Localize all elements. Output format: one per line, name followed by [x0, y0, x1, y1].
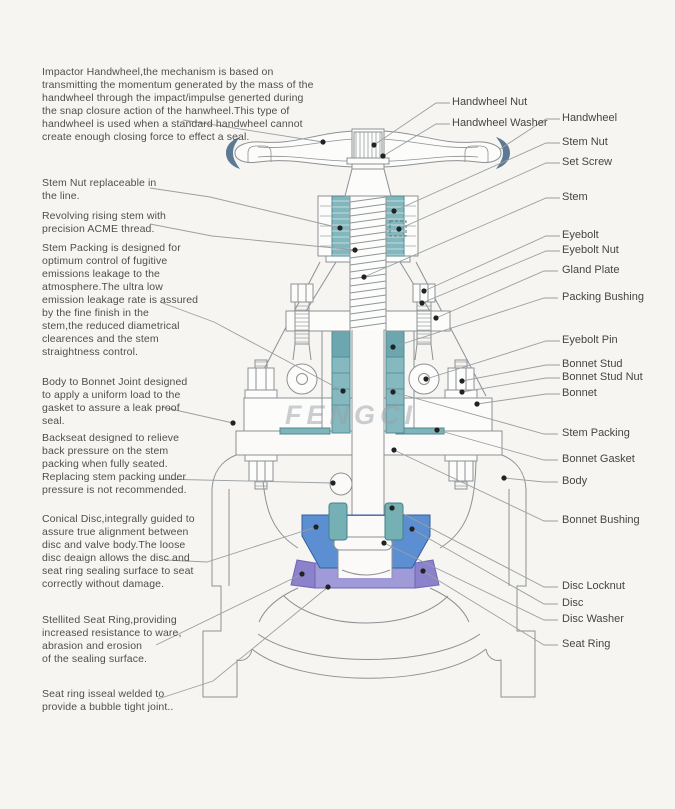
- label-stem-nut: Stem Nut: [562, 136, 608, 148]
- disc-seat-group: [290, 502, 440, 589]
- set-screw-outline: [389, 220, 407, 237]
- acme-stem: [349, 196, 387, 332]
- note-conical-disc: Conical Disc,integrally guided to assure…: [42, 513, 195, 590]
- label-bonnet-bushing: Bonnet Bushing: [562, 514, 640, 526]
- watermark: FENGCI: [285, 400, 417, 430]
- label-bonnet-stud: Bonnet Stud: [562, 358, 623, 370]
- handwheel-washer-part: [346, 157, 390, 165]
- note-stem-packing-design: Stem Packing is designed for optimum con…: [42, 242, 199, 358]
- label-disc-washer: Disc Washer: [562, 613, 624, 625]
- leader-dots: [230, 139, 507, 590]
- handwheel-right-blade: [379, 130, 502, 168]
- bonnet-stud-left: [244, 359, 278, 490]
- disc-locknut-left: [328, 502, 348, 541]
- label-eyebolt: Eyebolt: [562, 229, 599, 241]
- label-disc-locknut: Disc Locknut: [562, 580, 625, 592]
- disc-washer-part: [333, 536, 393, 551]
- label-eyebolt-pin: Eyebolt Pin: [562, 334, 618, 346]
- handwheel-left-blade: [234, 130, 357, 168]
- note-stellited-seat-ring: Stellited Seat Ring,providing increased …: [42, 614, 182, 665]
- leader-lines: [149, 102, 560, 700]
- label-gland-plate: Gland Plate: [562, 264, 620, 276]
- label-stem: Stem: [562, 191, 588, 203]
- note-stem-nut-replaceable: Stem Nut replaceable in the line.: [42, 177, 157, 202]
- eyebolt-left: [286, 283, 318, 395]
- label-eyebolt-nut: Eyebolt Nut: [562, 244, 619, 256]
- label-bonnet: Bonnet: [562, 387, 597, 399]
- body-bottom-shell: [251, 648, 487, 679]
- label-stem-packing: Stem Packing: [562, 427, 630, 439]
- packing-bushing-left: [331, 330, 351, 358]
- note-impactor-handwheel: Impactor Handwheel,the mechanism is base…: [42, 66, 314, 143]
- label-body: Body: [562, 475, 588, 487]
- note-backseat: Backseat designed to relieve back pressu…: [42, 432, 187, 496]
- label-seat-ring: Seat Ring: [562, 638, 611, 650]
- body-left-flange: [202, 454, 253, 698]
- lower-stem: [329, 330, 385, 540]
- label-handwheel-nut: Handwheel Nut: [452, 96, 528, 108]
- note-seat-ring-seal-weld: Seat ring isseal welded to provide a bub…: [42, 688, 174, 713]
- bonnet-gasket-left: [279, 427, 331, 435]
- label-disc: Disc: [562, 597, 584, 609]
- disc-locknut-right: [384, 502, 404, 541]
- seat-ring-right-cap: [414, 559, 440, 589]
- label-handwheel: Handwheel: [562, 112, 618, 124]
- handwheel-rim-end-left: [226, 137, 240, 169]
- label-bonnet-stud-nut: Bonnet Stud Nut: [562, 371, 643, 383]
- body-right-flange: [485, 454, 536, 698]
- handwheel-group: [226, 128, 510, 197]
- label-packing-bushing: Packing Bushing: [562, 291, 644, 303]
- backseat-bushing: [329, 472, 353, 496]
- label-set-screw: Set Screw: [562, 156, 613, 168]
- label-handwheel-washer: Handwheel Washer: [452, 117, 548, 129]
- stem-packing-group: [331, 330, 405, 434]
- label-bonnet-gasket: Bonnet Gasket: [562, 453, 635, 465]
- note-body-bonnet-joint: Body to Bonnet Joint designed to apply a…: [42, 376, 188, 427]
- note-revolving-rising-stem: Revolving rising stem with precision ACM…: [42, 210, 166, 235]
